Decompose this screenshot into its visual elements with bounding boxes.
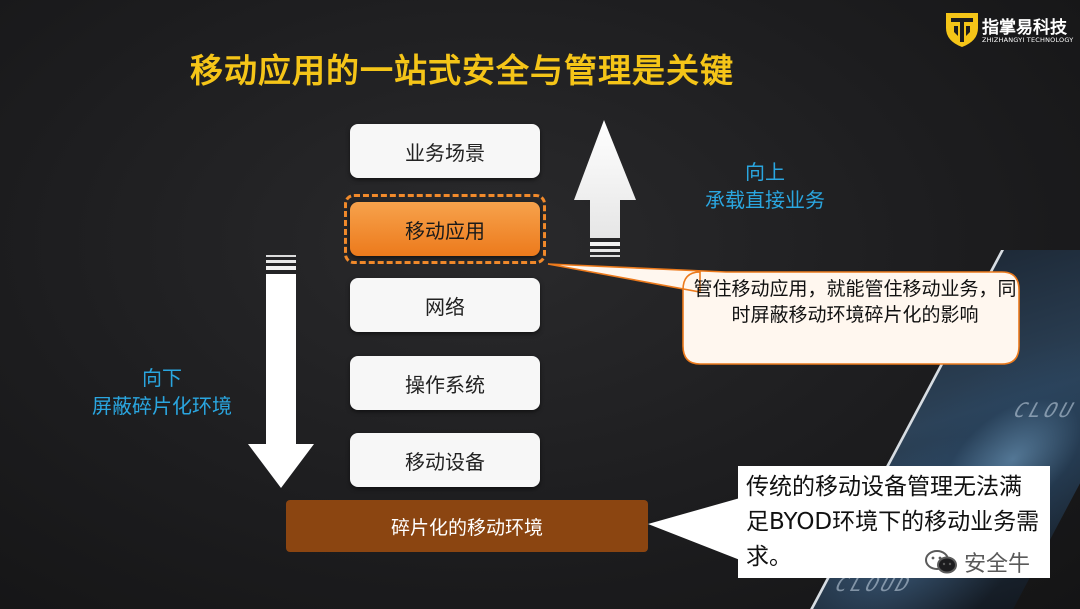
shield-logo-icon	[946, 13, 978, 47]
page-title: 移动应用的一站式安全与管理是关键	[190, 51, 734, 90]
up-note: 向上 承载直接业务	[690, 158, 840, 214]
watermark-text: 安全牛	[964, 552, 1031, 577]
down-note-line2: 屏蔽碎片化环境	[92, 394, 232, 418]
down-arrow-icon	[248, 255, 314, 488]
down-note-line1: 向下	[142, 366, 182, 390]
watermark: 安全牛	[924, 546, 1030, 578]
up-arrow-icon	[574, 120, 636, 257]
layer-operating-system: 操作系统	[350, 356, 540, 410]
layer-mobile-device: 移动设备	[350, 433, 540, 487]
up-note-line1: 向上	[745, 160, 785, 184]
note-box: 传统的移动设备管理无法满足BYOD环境下的移动业务需求。	[738, 466, 1050, 578]
logo-name-cn: 指掌易科技	[982, 18, 1067, 38]
layer-mobile-app: 移动应用	[350, 202, 540, 256]
down-note: 向下 屏蔽碎片化环境	[62, 364, 262, 420]
company-logo: 指掌易科技 ZHIZHANGYI TECHNOLOGY	[944, 10, 1076, 50]
callout-text: 管住移动应用，就能管住移动业务，同时屏蔽移动环境碎片化的影响	[693, 278, 1017, 326]
note-pointer	[648, 498, 740, 560]
callout-bubble	[547, 263, 1020, 365]
highlight-dashed-frame	[344, 194, 546, 264]
logo-name-en: ZHIZHANGYI TECHNOLOGY	[982, 36, 1074, 44]
base-fragmented-environment: 碎片化的移动环境	[286, 500, 648, 552]
layer-network: 网络	[350, 278, 540, 332]
up-note-line2: 承载直接业务	[705, 188, 825, 212]
wechat-icon	[925, 550, 957, 574]
layer-business-scenario: 业务场景	[350, 124, 540, 178]
